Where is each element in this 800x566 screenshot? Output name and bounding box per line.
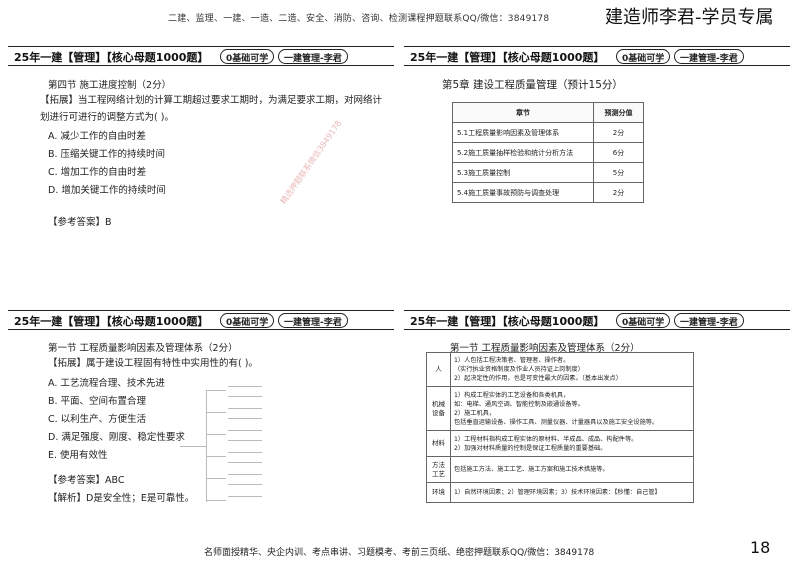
option-a: A. 工艺流程合理、技术先进 — [48, 378, 165, 389]
table-row: 人 1）人包括工程决策者、管理者、操作者。 （实行执业资格制度及作业人员持证上岗… — [426, 352, 694, 387]
table-row: 5.3施工质量控制 5分 — [452, 162, 644, 183]
row-content: 1）自然环境因素；2）管理环境因素；3）技术环境因素：【秒懂：自己管】 — [450, 482, 694, 503]
badge-teacher: 一建管理-李君 — [278, 49, 348, 64]
table-row: 5.4施工质量事故预防与调查处理 2分 — [452, 182, 644, 203]
badge-basic: 0基础可学 — [616, 313, 671, 328]
option-b: B. 压缩关键工作的持续时间 — [48, 149, 166, 160]
row-line: 1）自然环境因素；2）管理环境因素；3）技术环境因素：【秒懂：自己管】 — [454, 489, 661, 496]
table-row: 材料 1）工程材料指构成工程实体的原材料、半成品、成品、构配件等。 2）加强对材… — [426, 430, 694, 457]
option-d: D. 增加关键工作的持续时间 — [48, 185, 166, 196]
option-a: A. 减少工作的自由时差 — [48, 131, 146, 142]
chapter-name: 5.2施工质量抽样检验和统计分析方法 — [452, 142, 594, 163]
top-bar: 二建、监理、一建、一造、二造、安全、消防、咨询、检测课程押题联系QQ/微信：38… — [0, 0, 800, 34]
panel-title: 25年一建【管理】【核心母题1000题】 — [410, 315, 605, 328]
question-stem: 【拓展】当工程网络计划的计算工期超过要求工期时，为满足要求工期，对网络计划进行可… — [40, 95, 383, 123]
section-title: 第四节 施工进度控制（2分） — [48, 80, 172, 91]
row-content: 1）人包括工程决策者、管理者、操作者。 （实行执业资格制度及作业人员持证上岗制度… — [450, 352, 694, 387]
option-b: B. 平面、空间布置合理 — [48, 396, 147, 407]
col-header-score: 预测分值 — [593, 102, 644, 123]
panel-title: 25年一建【管理】【核心母题1000题】 — [14, 51, 209, 64]
panel-header: 25年一建【管理】【核心母题1000题】 0基础可学 一建管理-李君 — [8, 310, 394, 330]
table-row: 5.2施工质量抽样检验和统计分析方法 6分 — [452, 142, 644, 163]
panel-chapter5: 25年一建【管理】【核心母题1000题】 0基础可学 一建管理-李君 第5章 建… — [404, 46, 790, 296]
col-header-chapter: 章节 — [452, 102, 594, 123]
chapter-score-table: 章节 预测分值 5.1工程质量影响因素及管理体系 2分 5.2施工质量抽样检验和… — [452, 102, 644, 203]
panel-header: 25年一建【管理】【核心母题1000题】 0基础可学 一建管理-李君 — [404, 46, 790, 66]
panel-q4: 25年一建【管理】【核心母题1000题】 0基础可学 一建管理-李君 第一节 工… — [404, 310, 790, 560]
table-row: 环境 1）自然环境因素；2）管理环境因素；3）技术环境因素：【秒懂：自己管】 — [426, 482, 694, 503]
option-c: C. 增加工作的自由时差 — [48, 167, 147, 178]
chapter-title: 第5章 建设工程质量管理（预计15分） — [442, 79, 623, 91]
row-head: 机械设备 — [426, 386, 451, 431]
row-line: （实行执业资格制度及作业人员持证上岗制度） — [454, 366, 584, 373]
row-content: 1）工程材料指构成工程实体的原材料、半成品、成品、构配件等。 2）加强对材料质量… — [450, 430, 694, 457]
badge-basic: 0基础可学 — [616, 49, 671, 64]
chapter-score: 5分 — [593, 162, 644, 183]
row-head: 人 — [426, 352, 451, 387]
table-row: 机械设备 1）构成工程实体的工艺设备和各类机具， 如：电梯、通风空调、智能控制及… — [426, 386, 694, 431]
answer: 【参考答案】ABC — [48, 475, 125, 486]
answer: 【参考答案】B — [48, 217, 112, 228]
row-line: 包括施工方法、施工工艺、施工方案和施工技术措施等。 — [454, 466, 609, 473]
row-content: 包括施工方法、施工工艺、施工方案和施工技术措施等。 — [450, 456, 694, 483]
row-content: 1）构成工程实体的工艺设备和各类机具， 如：电梯、通风空调、智能控制及嵌通设备等… — [450, 386, 694, 431]
mindmap-figure — [170, 382, 270, 508]
panel-title: 25年一建【管理】【核心母题1000题】 — [14, 315, 209, 328]
chapter-score: 2分 — [593, 182, 644, 203]
quality-factors-table: 人 1）人包括工程决策者、管理者、操作者。 （实行执业资格制度及作业人员持证上岗… — [426, 352, 694, 503]
badge-teacher: 一建管理-李君 — [674, 313, 744, 328]
section-title: 第一节 工程质量影响因素及管理体系（2分） — [450, 343, 640, 354]
row-line: 1）构成工程实体的工艺设备和各类机具， — [454, 391, 570, 399]
option-c: C. 以利生产、方便生活 — [48, 414, 147, 425]
badge-teacher: 一建管理-李君 — [278, 313, 348, 328]
brand-title: 建造师李君-学员专属 — [605, 7, 774, 28]
chapter-score: 6分 — [593, 142, 644, 163]
panel-q1: 25年一建【管理】【核心母题1000题】 0基础可学 一建管理-李君 第四节 施… — [8, 46, 394, 296]
row-line: 包括垂直运输设备、操作工具、测量仪器、计量器具以及施工安全设施等。 — [454, 418, 659, 426]
option-e: E. 使用有效性 — [48, 450, 108, 461]
row-head: 方法工艺 — [426, 456, 451, 483]
row-head: 材料 — [426, 430, 451, 457]
row-line: 如：电梯、通风空调、智能控制及嵌通设备等。 — [454, 400, 584, 408]
panel-q3: 25年一建【管理】【核心母题1000题】 0基础可学 一建管理-李君 第一节 工… — [8, 310, 394, 560]
row-head: 环境 — [426, 482, 451, 503]
option-d: D. 满足强度、刚度、稳定性要求 — [48, 432, 185, 443]
chapter-name: 5.1工程质量影响因素及管理体系 — [452, 122, 594, 143]
row-line: 1）人包括工程决策者、管理者、操作者。 — [454, 357, 570, 364]
chapter-name: 5.4施工质量事故预防与调查处理 — [452, 182, 594, 203]
row-line: 2）起决定性的作用，也是可变性最大的因素。（基本出发点） — [454, 375, 622, 382]
chapter-name: 5.3施工质量控制 — [452, 162, 594, 183]
panel-header: 25年一建【管理】【核心母题1000题】 0基础可学 一建管理-李君 — [404, 310, 790, 330]
table-row: 方法工艺 包括施工方法、施工工艺、施工方案和施工技术措施等。 — [426, 456, 694, 483]
badge-basic: 0基础可学 — [220, 49, 275, 64]
row-line: 2）加强对材料质量的控制是保证工程质量的重要基础。 — [454, 444, 607, 452]
chapter-score: 2分 — [593, 122, 644, 143]
analysis: 【解析】D是安全性；E是可靠性。 — [48, 493, 195, 504]
panel-header: 25年一建【管理】【核心母题1000题】 0基础可学 一建管理-李君 — [8, 46, 394, 66]
row-line: 2）施工机具， — [454, 409, 496, 417]
badge-teacher: 一建管理-李君 — [674, 49, 744, 64]
badge-basic: 0基础可学 — [220, 313, 275, 328]
row-line: 1）工程材料指构成工程实体的原材料、半成品、成品、构配件等。 — [454, 435, 638, 443]
footer-text: 名师面授精华、央企内训、考点串讲、习题模考、考前三页纸、绝密押题联系QQ/微信：… — [204, 548, 595, 558]
panel-title: 25年一建【管理】【核心母题1000题】 — [410, 51, 605, 64]
contact-line: 二建、监理、一建、一造、二造、安全、消防、咨询、检测课程押题联系QQ/微信：38… — [168, 14, 550, 24]
section-title: 第一节 工程质量影响因素及管理体系（2分） — [48, 343, 238, 354]
table-row: 5.1工程质量影响因素及管理体系 2分 — [452, 122, 644, 143]
page-number: 18 — [750, 538, 771, 557]
question-stem: 【拓展】属于建设工程固有特性中实用性的有( )。 — [48, 358, 258, 369]
